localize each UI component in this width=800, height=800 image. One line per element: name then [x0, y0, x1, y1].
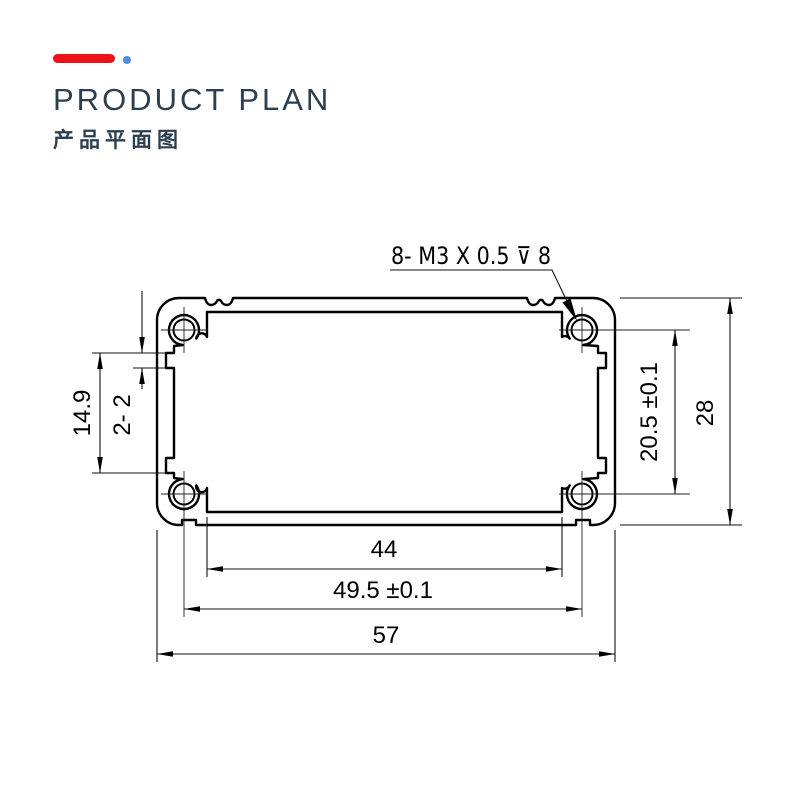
- profile-outer-contour: [155, 296, 617, 527]
- callout-text: 8- M3 X 0.5 ⊽ 8: [391, 242, 551, 270]
- dimension-text-overall-width: 57: [373, 622, 400, 649]
- arrowhead: [184, 606, 200, 612]
- arrowhead: [672, 478, 678, 494]
- dimension-groove-span: 14.9: [69, 352, 167, 474]
- centerline-bottom-right: [559, 471, 690, 617]
- centerline-top-left: [161, 307, 208, 353]
- extension-line: [156, 530, 616, 662]
- dimension-text-groove-width: 2- 2: [109, 394, 136, 435]
- dimension-hole-pitch-vertical: 20.5 ±0.1: [636, 330, 678, 494]
- dimension-text-overall-height: 28: [692, 400, 719, 427]
- left-inner-wall-and-bosses: [164, 310, 209, 514]
- leader-arrowhead: [562, 298, 577, 321]
- arrowhead: [599, 651, 615, 657]
- dimension-text-hole-pitch-vertical: 20.5 ±0.1: [636, 362, 663, 462]
- extension-line: [92, 352, 167, 474]
- red-accent-bar: [53, 54, 115, 63]
- arrowhead: [546, 566, 562, 572]
- arrowhead: [157, 651, 173, 657]
- dimension-groove-width: 2- 2: [109, 291, 167, 436]
- page-title: PRODUCT PLAN: [53, 82, 332, 117]
- arrowhead: [207, 566, 223, 572]
- arrowhead: [727, 298, 733, 314]
- accent-row: [53, 50, 273, 66]
- arrowhead: [139, 337, 145, 353]
- dimension-text-inner-width: 44: [371, 536, 398, 563]
- dimension-text-hole-pitch-horizontal: 49.5 ±0.1: [333, 577, 433, 604]
- extension-line: [206, 517, 563, 577]
- blue-accent-dot: [123, 56, 131, 64]
- arrowhead: [97, 457, 103, 473]
- arrowhead: [727, 509, 733, 525]
- centerline-top-right: [559, 307, 690, 353]
- centerline-bottom-left: [161, 471, 208, 617]
- arrowhead: [97, 353, 103, 369]
- dimension-hole-pitch-horizontal: 49.5 ±0.1: [184, 577, 582, 612]
- extension-line: [620, 297, 742, 526]
- arrowhead: [672, 330, 678, 346]
- arrowhead: [566, 606, 582, 612]
- right-inner-wall-and-bosses: [560, 310, 608, 514]
- dimension-text-groove-span: 14.9: [69, 390, 96, 437]
- arrowhead: [139, 368, 145, 384]
- page-subtitle: 产品平面图: [53, 129, 183, 152]
- callout-tapped-holes: 8- M3 X 0.5 ⊽ 8: [390, 242, 577, 321]
- dimension-inner-width: 44: [206, 517, 563, 577]
- dimension-overall-height: 28: [620, 297, 742, 526]
- profile: [155, 296, 690, 617]
- dimension-overall-width: 57: [156, 530, 616, 662]
- brand-header: PRODUCT PLAN 产品平面图: [53, 50, 331, 154]
